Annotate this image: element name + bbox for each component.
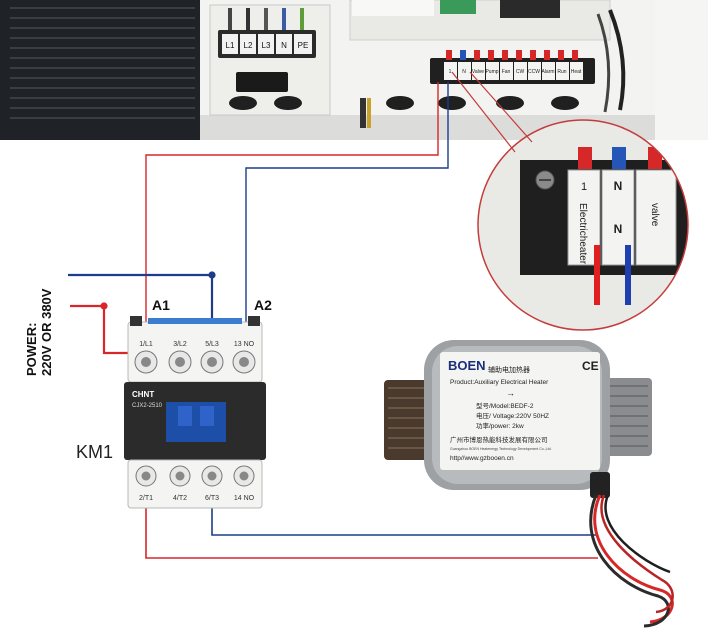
contactor-terminal-label: 4/T2 <box>173 495 187 502</box>
heater-power: 功率/power: 2kw <box>476 421 524 430</box>
magnifier-label-electricheater: Electricheater <box>577 203 588 265</box>
a1-coil-terminal <box>130 316 142 326</box>
heater-product: Product:Auxiliary Electrical Heater <box>450 379 549 386</box>
terminal-label-l2: L2 <box>244 41 253 50</box>
heater-label-plate <box>440 352 600 470</box>
magnifier-label-n2: N <box>614 222 623 236</box>
cable-gland <box>496 96 524 110</box>
terminal-label-n: N <box>281 41 287 50</box>
arrow-right-icon: → <box>506 388 515 398</box>
a1-label: A1 <box>152 297 170 313</box>
heater-neutral-wire <box>211 500 598 536</box>
magnifier-pointer <box>451 71 516 153</box>
contactor-terminal-label: 5/L3 <box>205 341 219 348</box>
junction-dot <box>208 271 216 279</box>
electrical-panel-photo: L1 L2 L3 N PE 1 N Valve Pump Fan CW CCW … <box>0 0 708 140</box>
magnifier-label-valve: valve <box>649 203 660 227</box>
a2-coil-terminal <box>248 316 260 326</box>
heater-model: 型号/Model:BEDF-2 <box>476 401 534 410</box>
fan-grille <box>0 0 200 140</box>
power-live-wire <box>70 304 146 355</box>
live-wire-to-a1 <box>145 82 439 322</box>
strip-label: Pump <box>485 69 498 75</box>
contactor-terminal-label: 13 NO <box>234 341 255 348</box>
heater-title-cn: 辅助电加热器 <box>488 365 530 374</box>
terminal-label-pe: PE <box>298 41 309 50</box>
terminal-label-l1: L1 <box>226 41 235 50</box>
contactor-terminal-label: 2/T1 <box>139 495 153 502</box>
contactor-terminal-label: 6/T3 <box>205 495 219 502</box>
power-label-text: POWER: 220V OR 380V <box>24 288 54 376</box>
magnifier-pointer <box>469 71 533 143</box>
heater-cable-gland <box>590 472 610 498</box>
cable-gland <box>551 96 579 110</box>
contactor-actuator <box>166 402 226 442</box>
magnified-live-wire <box>594 245 600 305</box>
cable-gland <box>229 96 257 110</box>
magnifier-circle: 1 N Electricheater N valve <box>477 119 689 331</box>
cable-gland <box>274 96 302 110</box>
heater-cable-black <box>589 494 670 628</box>
contactor-terminal-label: 3/L2 <box>173 341 187 348</box>
contactor-km1: 1/L1 3/L2 5/L3 13 NO CHNT CJX2-2510 2/T1… <box>124 316 266 509</box>
heater-website: http//www.gzbooen.cn <box>450 455 514 462</box>
a2-label: A2 <box>254 297 272 313</box>
strip-label: Run <box>557 69 566 75</box>
heater-company-en: Guangzhou BOEN Heatenergy Technology Dev… <box>450 447 552 451</box>
contactor-brand: CHNT <box>132 390 154 399</box>
contactor-model: CJX2-2510 <box>132 403 163 409</box>
heater-voltage: 电压/ Voltage:220V 50HZ <box>476 411 549 420</box>
power-label: POWER: 220V OR 380V <box>24 258 72 378</box>
magnifier-label-n: N <box>614 179 623 193</box>
strip-label: Valve <box>472 69 484 75</box>
cable-gland <box>386 96 414 110</box>
strip-label: CCW <box>528 69 540 75</box>
neutral-wire-to-a2 <box>245 82 449 322</box>
strip-label: Heat <box>571 69 582 75</box>
strip-label: Alarm <box>541 69 554 75</box>
contactor-terminal-label: 14 NO <box>234 495 255 502</box>
heater-thread-left <box>384 380 430 460</box>
contactor-terminal-label: 1/L1 <box>139 341 153 348</box>
heater-logo: BOEN <box>448 358 486 373</box>
magnifier-label-1: 1 <box>581 181 587 193</box>
magnifier-ring <box>477 119 689 331</box>
strip-label: 1 <box>449 69 452 75</box>
strip-label: Fan <box>502 69 511 75</box>
auxiliary-heater: BOEN CE 辅助电加热器 Product:Auxiliary Electri… <box>384 340 674 628</box>
heater-live-wire <box>145 500 598 559</box>
km1-label: KM1 <box>76 442 114 462</box>
strip-label: N <box>462 69 466 75</box>
cable-gland <box>438 96 466 110</box>
heater-company-cn: 广州市博恩热能科技发展有限公司 <box>450 435 548 444</box>
heater-ce-mark: CE <box>582 359 599 373</box>
strip-label: CW <box>516 69 525 75</box>
terminal-label-l3: L3 <box>262 41 271 50</box>
magnified-neutral-wire <box>625 245 631 305</box>
junction-dot <box>100 302 108 310</box>
